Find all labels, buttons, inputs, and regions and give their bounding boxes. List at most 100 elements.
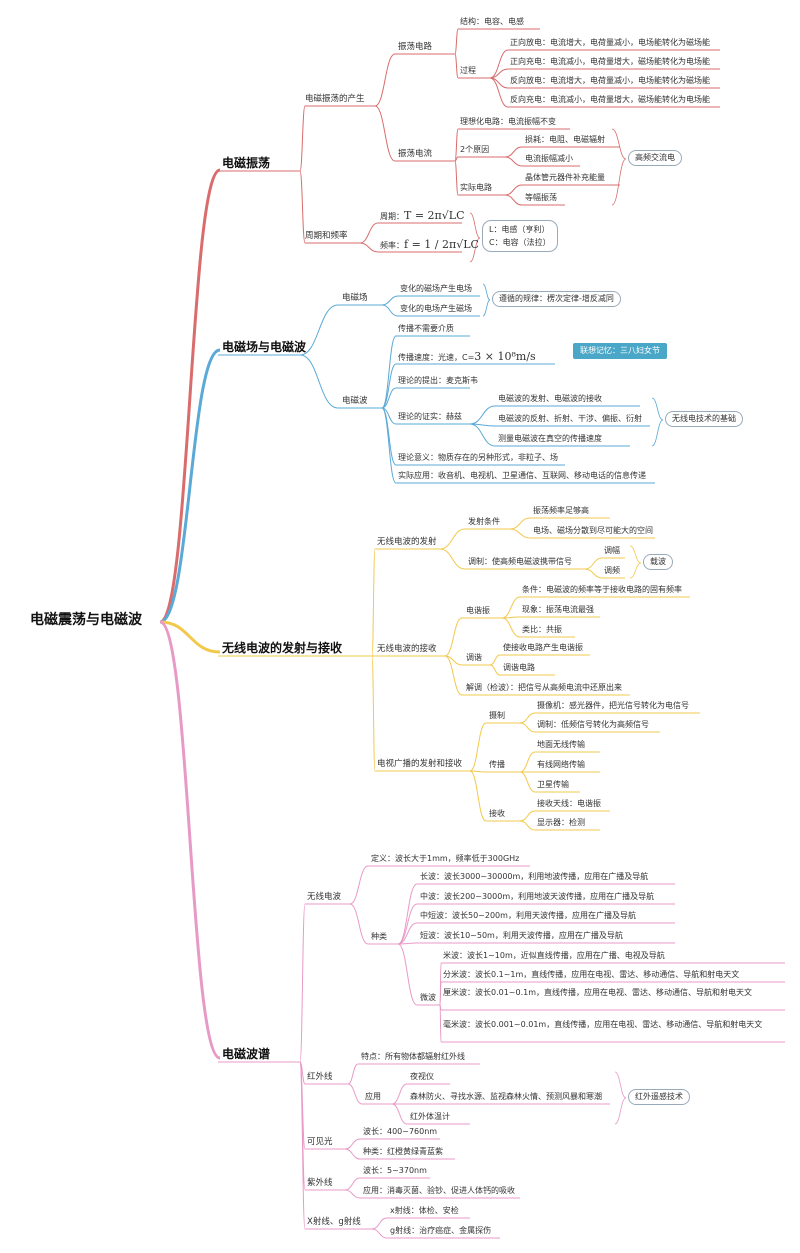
note-ac: 高频交流电 <box>628 150 682 166</box>
connector <box>381 407 397 484</box>
process-item: 反向充电：电流减小，电荷量增大，磁场能转化为电场能 <box>510 95 710 104</box>
node-period-freq: 周期和频率 <box>305 231 348 241</box>
node-w6: 实际应用：收音机、电视机、卫星通信、互联网、移动电话的信息传递 <box>398 471 646 480</box>
node-produce: 电磁振荡的产生 <box>305 94 365 104</box>
node-ir3: 红外体温计 <box>410 1112 450 1121</box>
node-wave: 电磁波 <box>342 396 368 406</box>
connector <box>397 883 418 945</box>
connector <box>454 53 459 79</box>
connector <box>469 405 496 425</box>
node-real: 实际电路 <box>460 183 492 192</box>
connector <box>504 156 523 167</box>
connector <box>469 423 496 447</box>
connector <box>444 617 463 657</box>
connector <box>299 105 306 172</box>
node-period: 周期：T = 2π√LC <box>380 209 465 222</box>
connector <box>159 168 221 624</box>
connector <box>397 903 418 945</box>
node-structure: 结构：电容、电感 <box>460 17 524 26</box>
connector <box>371 1228 388 1239</box>
connector <box>397 943 418 1006</box>
connector <box>159 348 221 624</box>
connector <box>519 722 536 733</box>
connector <box>371 1217 388 1230</box>
node-am: 调幅 <box>604 546 620 555</box>
node-emit: 无线电波的发射 <box>377 537 437 547</box>
connector <box>347 1063 359 1085</box>
node-shoot2: 调制：低频信号转化为高频信号 <box>537 720 649 729</box>
connector <box>504 184 523 196</box>
connector <box>489 664 501 676</box>
node-real1: 晶体管元器件补充能量 <box>525 173 605 182</box>
connector <box>519 712 536 724</box>
node-ir1: 夜视仪 <box>410 1072 434 1081</box>
connector <box>482 283 491 301</box>
node-cause2: 电流振幅减小 <box>525 154 573 163</box>
node-modulation: 调制：使高频电磁波携带信号 <box>468 557 572 566</box>
connector <box>439 548 466 570</box>
connector <box>469 237 481 263</box>
node-kind: 种类 <box>371 932 387 941</box>
connector <box>444 655 463 696</box>
connector <box>374 53 396 107</box>
node-vis2: 种类：红橙黄绿青蓝紫 <box>363 1147 443 1156</box>
node-def: 定义：波长大于1mm，频率低于300GHz <box>371 854 520 863</box>
connector <box>349 865 369 905</box>
connector <box>439 528 466 550</box>
root-topic: 电磁震荡与电磁波 <box>30 612 142 628</box>
node-field: 电磁场 <box>342 293 368 303</box>
connector <box>349 903 369 945</box>
node-uv: 紫外线 <box>307 1178 333 1188</box>
tag-memory: 联想记忆：三八妇女节 <box>573 343 667 359</box>
connector <box>381 363 397 409</box>
node-sp1: 地面无线传输 <box>537 740 585 749</box>
node-visible: 可见光 <box>307 1137 333 1147</box>
connector <box>509 528 531 539</box>
connector <box>344 1138 361 1150</box>
connector <box>504 194 523 206</box>
connector <box>299 903 306 1063</box>
node-res1: 条件：电磁波的频率等于接收电路的固有频率 <box>522 585 682 594</box>
connector <box>454 128 459 162</box>
node-receive: 无线电波的接收 <box>377 644 437 654</box>
connector <box>439 1004 442 1043</box>
node-k4: 短波：波长10~50m，利用天波传播，应用在广播及导航 <box>420 931 623 940</box>
connector <box>381 295 399 306</box>
connector <box>469 722 487 772</box>
connector <box>381 304 399 317</box>
node-ideal: 理想化电路：电流振幅不变 <box>460 117 556 126</box>
node-m3: 厘米波：波长0.01~0.1m，直线传播，应用在电视、雷达、移动通信、导航和射电… <box>443 988 753 997</box>
connector <box>629 562 642 579</box>
connector <box>504 146 523 158</box>
connector <box>344 1177 361 1191</box>
node-frequency: 频率：f = 1 / 2π√LC <box>380 238 479 251</box>
connector <box>397 922 418 945</box>
connector <box>469 212 481 239</box>
node-field1: 变化的磁场产生电场 <box>400 284 472 293</box>
note-lc: L：电感（亨利） C：电容（法拉） <box>482 220 558 252</box>
node-micro: 微波 <box>420 993 436 1002</box>
connector <box>299 354 339 409</box>
connector <box>482 299 491 317</box>
branch-radio: 无线电波的发射与接收 <box>222 641 343 655</box>
node-w1: 传播不需要介质 <box>398 324 454 333</box>
connector <box>299 304 339 356</box>
connector <box>611 128 627 160</box>
node-uv2: 应用：消毒灭菌、验钞、促进人体钙的吸收 <box>363 1186 515 1195</box>
connector <box>489 49 509 79</box>
node-m2: 分米波：波长0.1~1m，直线传播，应用在电视、雷达、移动通信、导航和射电天文 <box>443 970 740 979</box>
node-uv1: 波长：5~370nm <box>363 1166 427 1175</box>
connector <box>371 548 376 657</box>
connector <box>509 517 531 530</box>
branch-spectrum: 电磁波谱 <box>222 1047 271 1061</box>
connector <box>614 1097 627 1125</box>
node-field2: 变化的电场产生磁场 <box>400 304 472 313</box>
process-item: 正向充电：电流减小，电荷量增大，磁场能转化为电场能 <box>510 57 710 66</box>
node-ir-feature: 特点：所有物体都辐射红外线 <box>361 1052 465 1061</box>
connector <box>299 170 306 244</box>
node-recv: 接收 <box>489 809 505 818</box>
connector <box>629 545 642 564</box>
connector <box>391 1103 408 1125</box>
node-m4: 毫米波：波长0.001~0.01m，直线传播，应用在电视、雷达、移动通信、导航和… <box>443 1020 763 1029</box>
